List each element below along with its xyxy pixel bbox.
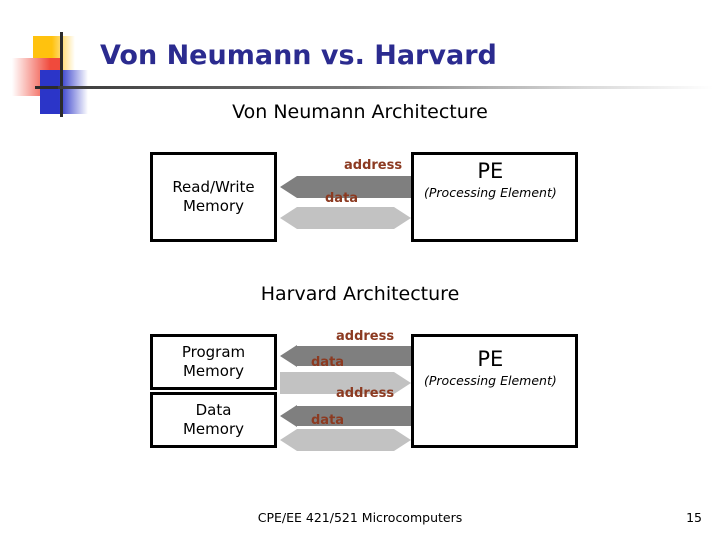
page-number: 15 [686, 510, 702, 525]
von-neumann-data-arrow [280, 207, 411, 229]
harvard-data-memory-box: Data Memory [150, 392, 277, 448]
decorative-logo [0, 0, 160, 120]
harvard-data-address-label: address [336, 386, 395, 401]
von-neumann-pe-box: PE (Processing Element) [411, 152, 578, 242]
von-neumann-pe-subtitle: (Processing Element) [424, 185, 557, 200]
harvard-pe-subtitle: (Processing Element) [424, 373, 557, 388]
deco-blue-square [40, 70, 88, 114]
von-neumann-address-arrow [280, 176, 411, 198]
harvard-data-memory-line1: Data [195, 401, 232, 420]
harvard-heading: Harvard Architecture [260, 283, 460, 305]
von-neumann-heading: Von Neumann Architecture [232, 101, 488, 123]
harvard-program-address-label: address [336, 329, 395, 344]
harvard-pe-box: PE (Processing Element) [411, 334, 578, 448]
footer-course-label: CPE/EE 421/521 Microcomputers [257, 510, 463, 525]
harvard-program-data-arrow [280, 372, 411, 394]
von-neumann-memory-box: Read/Write Memory [150, 152, 277, 242]
harvard-data-data-arrow [280, 429, 411, 451]
von-neumann-pe-title: PE [477, 159, 504, 183]
harvard-program-address-arrow [280, 345, 411, 367]
harvard-program-memory-line1: Program [181, 343, 246, 362]
title-divider [58, 86, 713, 89]
harvard-data-address-arrow [280, 405, 411, 427]
harvard-data-memory-line2: Memory [182, 420, 244, 438]
von-neumann-address-label: address [344, 158, 403, 173]
harvard-pe-title: PE [477, 347, 504, 371]
harvard-program-data-label: data [311, 355, 345, 370]
harvard-data-data-label: data [311, 413, 345, 428]
von-neumann-memory-line1: Read/Write [172, 178, 255, 197]
von-neumann-memory-line2: Memory [182, 197, 244, 215]
von-neumann-data-label: data [325, 191, 359, 206]
harvard-program-memory-line2: Memory [182, 362, 244, 380]
deco-vertical-line [60, 32, 63, 117]
harvard-program-memory-box: Program Memory [150, 334, 277, 390]
page-title: Von Neumann vs. Harvard [100, 40, 497, 71]
